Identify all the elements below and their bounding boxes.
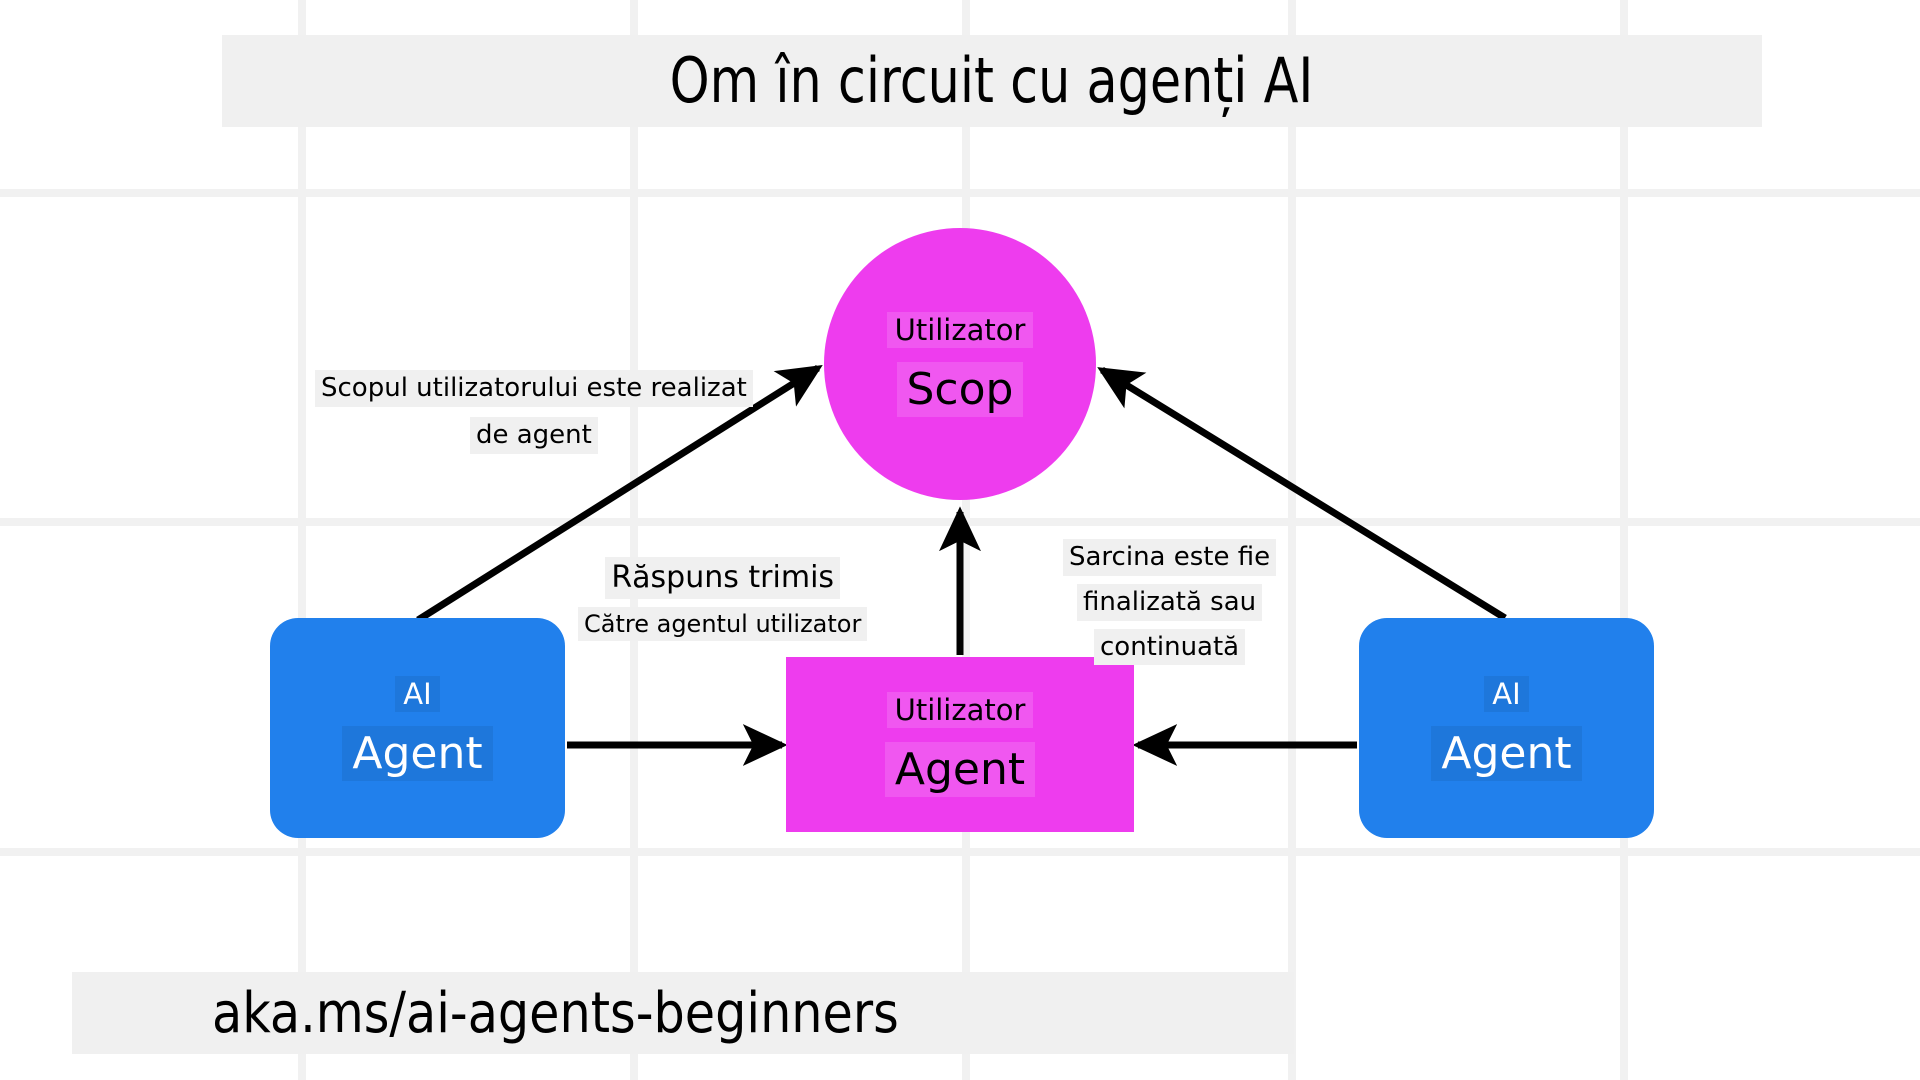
edge-label-response-sent-line2: Către agentul utilizator	[578, 607, 868, 642]
edge-label-goal-fulfilled-line1: Scopul utilizatorului este realizat	[315, 370, 753, 407]
page-title: Om în circuit cu agenți AI	[222, 35, 1762, 127]
node-user-agent[interactable]: Utilizator Agent	[786, 657, 1134, 832]
edge-label-task-state-line2: finalizată sau	[1076, 583, 1263, 621]
page-title-text: Om în circuit cu agenți AI	[670, 44, 1314, 117]
edge-label-task-state: Sarcina este fie finalizată sau continua…	[1063, 539, 1277, 666]
node-user-goal-main-label: Scop	[896, 361, 1024, 417]
node-agent-right[interactable]: AI Agent	[1359, 618, 1654, 838]
node-user-agent-top-label: Utilizator	[886, 692, 1034, 728]
node-agent-left-top-label: AI	[395, 675, 440, 712]
edge-label-task-state-line3: continuată	[1094, 628, 1246, 666]
footer-url-text: aka.ms/ai-agents-beginners	[212, 980, 899, 1046]
edge-agent-right-to-user-goal	[1097, 367, 1507, 621]
edge-label-task-state-line1: Sarcina este fie	[1063, 539, 1277, 576]
edge-label-response-sent: Răspuns trimis Către agentul utilizator	[578, 557, 868, 642]
edge-label-response-sent-line1: Răspuns trimis	[605, 557, 841, 600]
node-agent-right-main-label: Agent	[1431, 725, 1582, 781]
node-user-agent-main-label: Agent	[884, 742, 1036, 797]
node-user-goal[interactable]: Utilizator Scop	[824, 228, 1096, 500]
footer-url-banner[interactable]: aka.ms/ai-agents-beginners	[72, 972, 1294, 1054]
edge-agent-left-to-user-goal	[416, 365, 823, 623]
node-user-goal-top-label: Utilizator	[886, 311, 1034, 348]
edge-label-goal-fulfilled-line2: de agent	[469, 416, 598, 454]
node-agent-right-top-label: AI	[1484, 675, 1529, 712]
node-agent-left-main-label: Agent	[342, 725, 493, 781]
node-agent-left[interactable]: AI Agent	[270, 618, 565, 838]
edge-label-goal-fulfilled: Scopul utilizatorului este realizat de a…	[315, 370, 753, 454]
